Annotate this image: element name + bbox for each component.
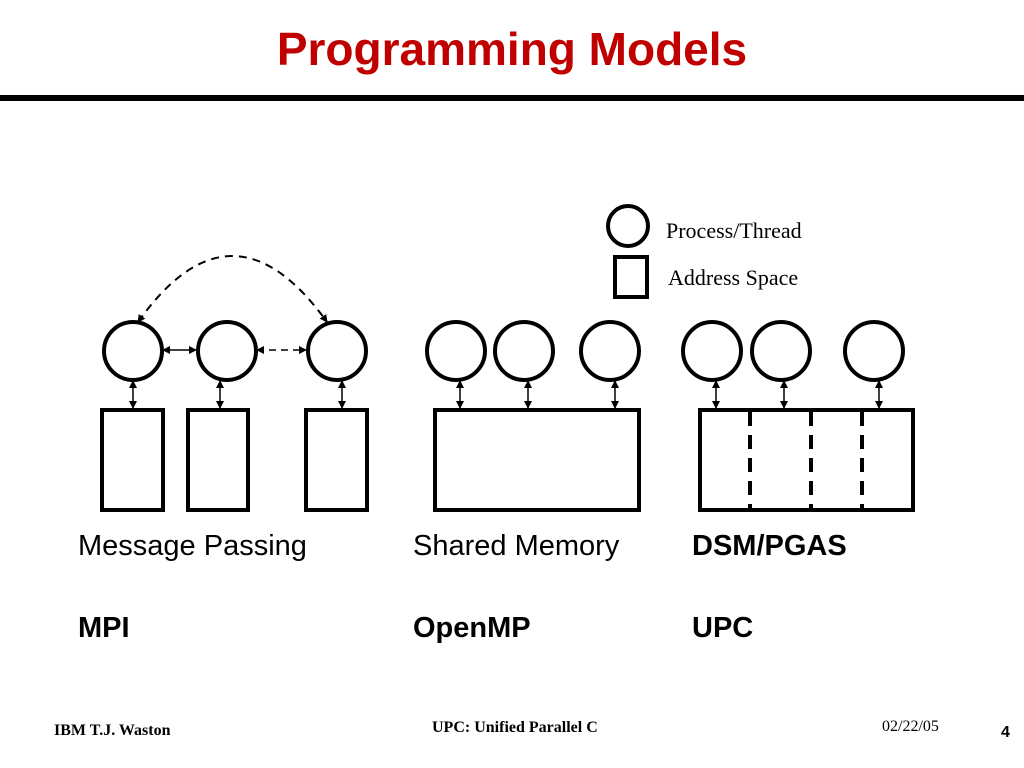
dsm-pgas-diagram bbox=[681, 320, 915, 512]
legend-process-circle bbox=[606, 204, 650, 248]
footer-date: 02/22/05 bbox=[882, 718, 939, 735]
page-number: 4 bbox=[1001, 724, 1010, 741]
model-name-message-passing: Message Passing bbox=[78, 530, 307, 562]
mp-process-2 bbox=[196, 320, 258, 382]
sm-process-2 bbox=[493, 320, 555, 382]
mp-process-1 bbox=[102, 320, 164, 382]
sm-process-3 bbox=[579, 320, 641, 382]
model-example-mpi: MPI bbox=[78, 612, 130, 644]
model-example-upc: UPC bbox=[692, 612, 754, 644]
mp-address-space-3 bbox=[304, 408, 369, 512]
footer-organization: IBM T.J. Waston bbox=[54, 722, 171, 739]
mp-process-3 bbox=[306, 320, 368, 382]
shared-memory-diagram bbox=[425, 320, 641, 512]
model-name-dsm-pgas: DSM/PGAS bbox=[692, 530, 847, 562]
pgas-process-3 bbox=[843, 320, 905, 382]
sm-process-1 bbox=[425, 320, 487, 382]
mp-address-space-2 bbox=[186, 408, 250, 512]
sm-shared-address-space bbox=[433, 408, 641, 512]
pgas-process-2 bbox=[750, 320, 812, 382]
model-name-shared-memory: Shared Memory bbox=[413, 530, 620, 562]
message-passing-diagram bbox=[100, 255, 369, 512]
footer-presentation-title: UPC: Unified Parallel C bbox=[432, 719, 598, 736]
title-divider bbox=[0, 95, 1024, 101]
model-example-openmp: OpenMP bbox=[413, 612, 531, 644]
legend-address-rect bbox=[613, 255, 649, 299]
pgas-process-1 bbox=[681, 320, 743, 382]
slide-title: Programming Models bbox=[276, 23, 748, 75]
mp-message-1-3-arc bbox=[137, 255, 328, 323]
legend bbox=[606, 204, 650, 299]
legend-address-label: Address Space bbox=[668, 265, 799, 290]
legend-process-label: Process/Thread bbox=[666, 218, 802, 243]
pgas-global-address-space bbox=[698, 408, 915, 512]
mp-address-space-1 bbox=[100, 408, 165, 512]
